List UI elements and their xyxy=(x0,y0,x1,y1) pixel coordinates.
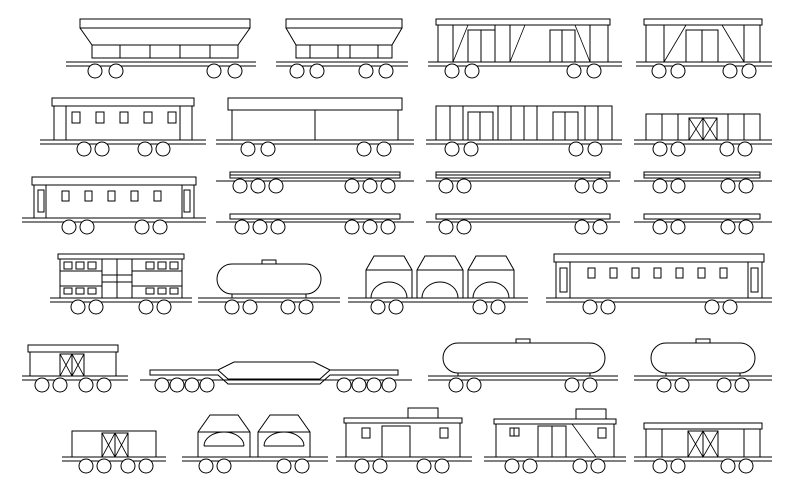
well-car-1 xyxy=(140,361,412,393)
open-gondola-1 xyxy=(216,97,414,157)
stock-car-1 xyxy=(50,253,192,315)
flatcar-stack-3 xyxy=(634,171,772,235)
hopper-car-1 xyxy=(66,18,256,79)
boxcar-small-2 xyxy=(62,430,166,474)
twin-hopper-1 xyxy=(182,414,328,474)
flatcar-stack-1 xyxy=(216,171,414,235)
tank-car-large-1 xyxy=(428,338,618,393)
passenger-coach-1 xyxy=(40,97,206,157)
passenger-coach-3 xyxy=(546,253,772,315)
passenger-coach-2 xyxy=(22,176,206,235)
boxcar-small-3 xyxy=(634,422,772,474)
boxcar-braced-1 xyxy=(428,18,622,79)
caboose-2 xyxy=(484,408,626,474)
boxcar-braced-2 xyxy=(636,18,772,79)
tank-car-small-1 xyxy=(198,259,340,315)
tank-car-small-2 xyxy=(634,338,772,393)
hopper-car-2 xyxy=(276,18,408,79)
boxcar-short-2 xyxy=(22,344,128,393)
flatcar-stack-2 xyxy=(426,171,620,235)
boxcar-ribbed-1 xyxy=(426,105,622,157)
caboose-1 xyxy=(336,407,472,474)
boxcar-small-1 xyxy=(634,113,772,157)
triple-hopper-1 xyxy=(348,255,528,315)
